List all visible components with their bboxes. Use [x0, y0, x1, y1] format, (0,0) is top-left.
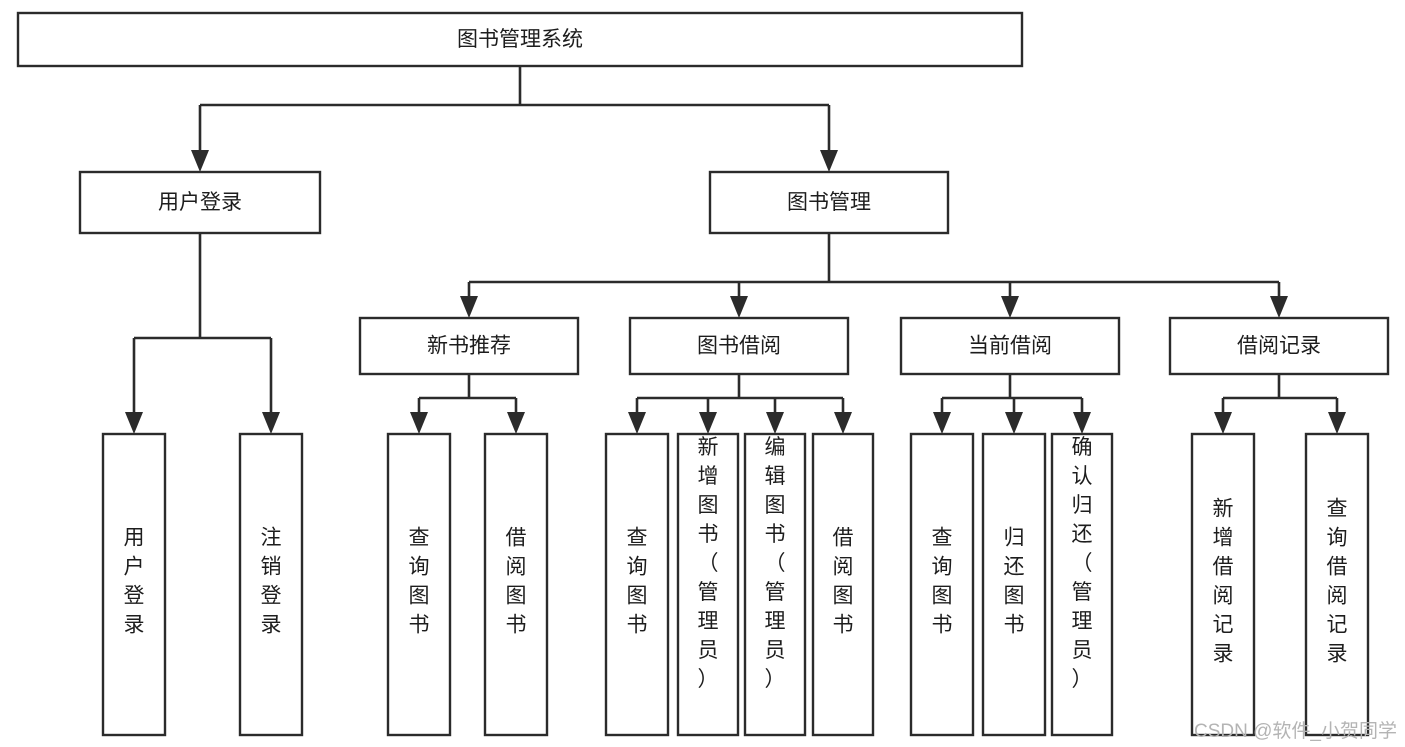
edge-layer: [125, 66, 1346, 434]
edge-group-from-new-book-recommend: [410, 374, 525, 434]
node-box-leaf-query-book-1: [386, 432, 452, 737]
node-box-new-book-recommend: [358, 316, 580, 376]
edge-arrowhead-book-borrow: [730, 296, 748, 318]
edge-arrowhead-leaf-query-book-3: [933, 412, 951, 434]
edge-arrowhead-leaf-return-book: [1005, 412, 1023, 434]
node-label-current-borrow: 当前借阅: [968, 335, 1052, 358]
node-box-leaf-logout: [238, 432, 304, 737]
edge-arrowhead-leaf-query-book-1: [410, 412, 428, 434]
edge-arrowhead-new-book-recommend: [460, 296, 478, 318]
node-label-leaf-logout: 注销登录: [261, 527, 282, 637]
node-book-management[interactable]: 图书管理: [708, 170, 950, 235]
node-label-leaf-return-book: 归还图书: [1004, 527, 1025, 637]
node-leaf-query-book-3[interactable]: 查询图书: [909, 432, 975, 737]
node-leaf-query-record[interactable]: 查询借阅记录: [1304, 432, 1370, 737]
edge-arrowhead-leaf-add-book: [699, 412, 717, 434]
node-box-borrow-record: [1168, 316, 1390, 376]
edge-arrowhead-leaf-borrow-book-1: [507, 412, 525, 434]
node-leaf-add-book[interactable]: 新增图书（管理员）: [676, 432, 740, 737]
node-root[interactable]: 图书管理系统: [16, 11, 1024, 68]
node-box-user-login: [78, 170, 322, 235]
node-label-leaf-confirm-return: 确认归还（管理员）: [1072, 436, 1093, 691]
edge-arrowhead-leaf-query-record: [1328, 412, 1346, 434]
node-label-leaf-query-book-1: 查询图书: [409, 527, 430, 637]
node-label-book-borrow: 图书借阅: [697, 335, 781, 358]
edge-group-from-book-borrow: [628, 374, 852, 434]
node-leaf-return-book[interactable]: 归还图书: [981, 432, 1047, 737]
edge-arrowhead-leaf-confirm-return: [1073, 412, 1091, 434]
node-box-leaf-query-record: [1304, 432, 1370, 737]
node-leaf-query-book-2[interactable]: 查询图书: [604, 432, 670, 737]
node-leaf-borrow-book-2[interactable]: 借阅图书: [811, 432, 875, 737]
node-label-leaf-query-record: 查询借阅记录: [1327, 498, 1348, 666]
node-box-leaf-query-book-2: [604, 432, 670, 737]
edge-arrowhead-current-borrow: [1001, 296, 1019, 318]
edge-arrowhead-leaf-edit-book: [766, 412, 784, 434]
node-book-borrow[interactable]: 图书借阅: [628, 316, 850, 376]
node-label-leaf-borrow-book-1: 借阅图书: [506, 527, 527, 637]
node-leaf-borrow-book-1[interactable]: 借阅图书: [483, 432, 549, 737]
edge-group-from-borrow-record: [1214, 374, 1346, 434]
node-label-leaf-query-book-3: 查询图书: [932, 527, 953, 637]
node-leaf-logout[interactable]: 注销登录: [238, 432, 304, 737]
node-box-book-management: [708, 170, 950, 235]
node-label-leaf-user-login: 用户登录: [124, 527, 145, 637]
node-label-book-management: 图书管理: [787, 191, 871, 214]
node-box-leaf-edit-book: [743, 432, 807, 737]
node-new-book-recommend[interactable]: 新书推荐: [358, 316, 580, 376]
node-leaf-query-book-1[interactable]: 查询图书: [386, 432, 452, 737]
edge-arrowhead-leaf-add-record: [1214, 412, 1232, 434]
node-box-leaf-query-book-3: [909, 432, 975, 737]
node-leaf-confirm-return[interactable]: 确认归还（管理员）: [1050, 432, 1114, 737]
node-box-leaf-return-book: [981, 432, 1047, 737]
node-box-book-borrow: [628, 316, 850, 376]
node-user-login[interactable]: 用户登录: [78, 170, 322, 235]
edge-arrowhead-leaf-borrow-book-2: [834, 412, 852, 434]
node-current-borrow[interactable]: 当前借阅: [899, 316, 1121, 376]
edge-arrowhead-borrow-record: [1270, 296, 1288, 318]
node-box-leaf-user-login: [101, 432, 167, 737]
node-leaf-user-login[interactable]: 用户登录: [101, 432, 167, 737]
node-label-root: 图书管理系统: [457, 28, 583, 51]
node-label-leaf-add-record: 新增借阅记录: [1213, 498, 1234, 666]
node-box-leaf-add-book: [676, 432, 740, 737]
node-label-leaf-edit-book: 编辑图书（管理员）: [765, 436, 786, 691]
node-box-leaf-borrow-book-1: [483, 432, 549, 737]
edge-arrowhead-leaf-query-book-2: [628, 412, 646, 434]
node-box-leaf-add-record: [1190, 432, 1256, 737]
node-label-new-book-recommend: 新书推荐: [427, 335, 511, 358]
node-label-leaf-borrow-book-2: 借阅图书: [833, 527, 854, 637]
node-layer: 图书管理系统用户登录图书管理新书推荐图书借阅当前借阅借阅记录用户登录注销登录查询…: [16, 11, 1390, 737]
node-label-leaf-add-book: 新增图书（管理员）: [698, 436, 719, 691]
edge-group-from-book-management: [460, 233, 1288, 318]
node-leaf-edit-book[interactable]: 编辑图书（管理员）: [743, 432, 807, 737]
node-box-leaf-borrow-book-2: [811, 432, 875, 737]
node-label-user-login: 用户登录: [158, 191, 242, 214]
node-box-root: [16, 11, 1024, 68]
node-label-borrow-record: 借阅记录: [1237, 335, 1321, 358]
node-label-leaf-query-book-2: 查询图书: [627, 527, 648, 637]
edge-arrowhead-book-management: [820, 150, 838, 172]
node-borrow-record[interactable]: 借阅记录: [1168, 316, 1390, 376]
edge-arrowhead-user-login: [191, 150, 209, 172]
node-leaf-add-record[interactable]: 新增借阅记录: [1190, 432, 1256, 737]
edge-group-from-user-login: [125, 233, 280, 434]
node-box-current-borrow: [899, 316, 1121, 376]
edge-arrowhead-leaf-user-login: [125, 412, 143, 434]
node-box-leaf-confirm-return: [1050, 432, 1114, 737]
edge-group-from-root: [191, 66, 838, 172]
edge-arrowhead-leaf-logout: [262, 412, 280, 434]
edge-group-from-current-borrow: [933, 374, 1091, 434]
